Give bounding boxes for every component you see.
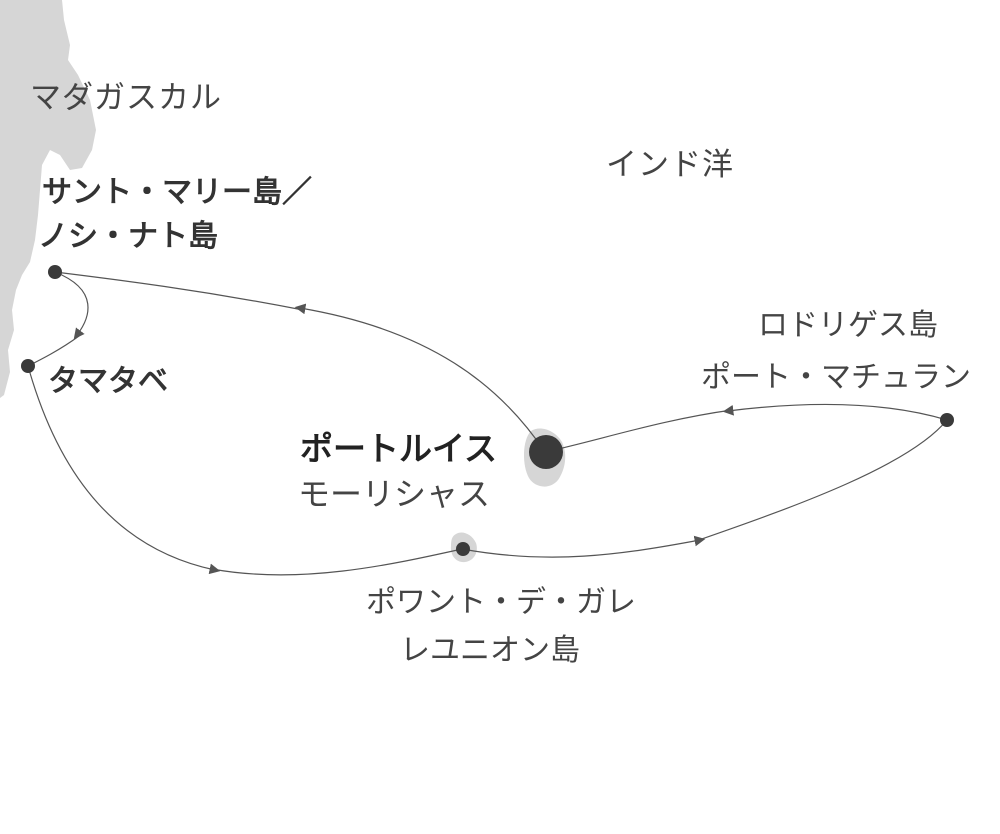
route-saintemarie-segment <box>54 271 304 311</box>
home-port-marker-icon <box>529 435 563 469</box>
route-reunion-to-rodrigues <box>461 535 706 558</box>
portmathurin-label: ポート・マチュラン <box>701 360 971 395</box>
route-reunion-approach <box>211 548 463 576</box>
port-marker-icon <box>21 359 35 373</box>
route-tamatave-join <box>27 335 80 367</box>
port-marker-icon <box>456 542 470 556</box>
mauritius-label: モーリシャス <box>298 475 491 513</box>
pointedesgalets-label: ポワント・デ・ガレ <box>366 585 636 620</box>
tamatave-label: タマタベ <box>48 364 168 399</box>
route-rodrigues-segment <box>695 419 948 542</box>
madagascar-landmass <box>0 0 96 398</box>
rodrigues-island-label: ロドリゲス島 <box>758 308 938 343</box>
madagascar-label: マダガスカル <box>30 80 222 116</box>
route-portlouis-to-saintemarie <box>294 303 546 453</box>
route-tamatave-to-reunion <box>27 365 221 575</box>
port-marker-icon <box>48 265 62 279</box>
port-marker-icon <box>940 413 954 427</box>
route-return-portlouis <box>544 409 733 453</box>
route-rodrigues-to-portlouis <box>722 403 948 421</box>
saintemarie-label-line1: サント・マリー島／ <box>42 175 312 210</box>
portlouis-label: ポートルイス <box>300 429 498 468</box>
reunion-island-label: レユニオン島 <box>400 633 580 668</box>
route-saintemarie-to-tamatave <box>54 271 89 340</box>
ocean-label: インド洋 <box>606 147 734 183</box>
saintemarie-label-line2: ノシ・ナト島 <box>38 219 218 254</box>
